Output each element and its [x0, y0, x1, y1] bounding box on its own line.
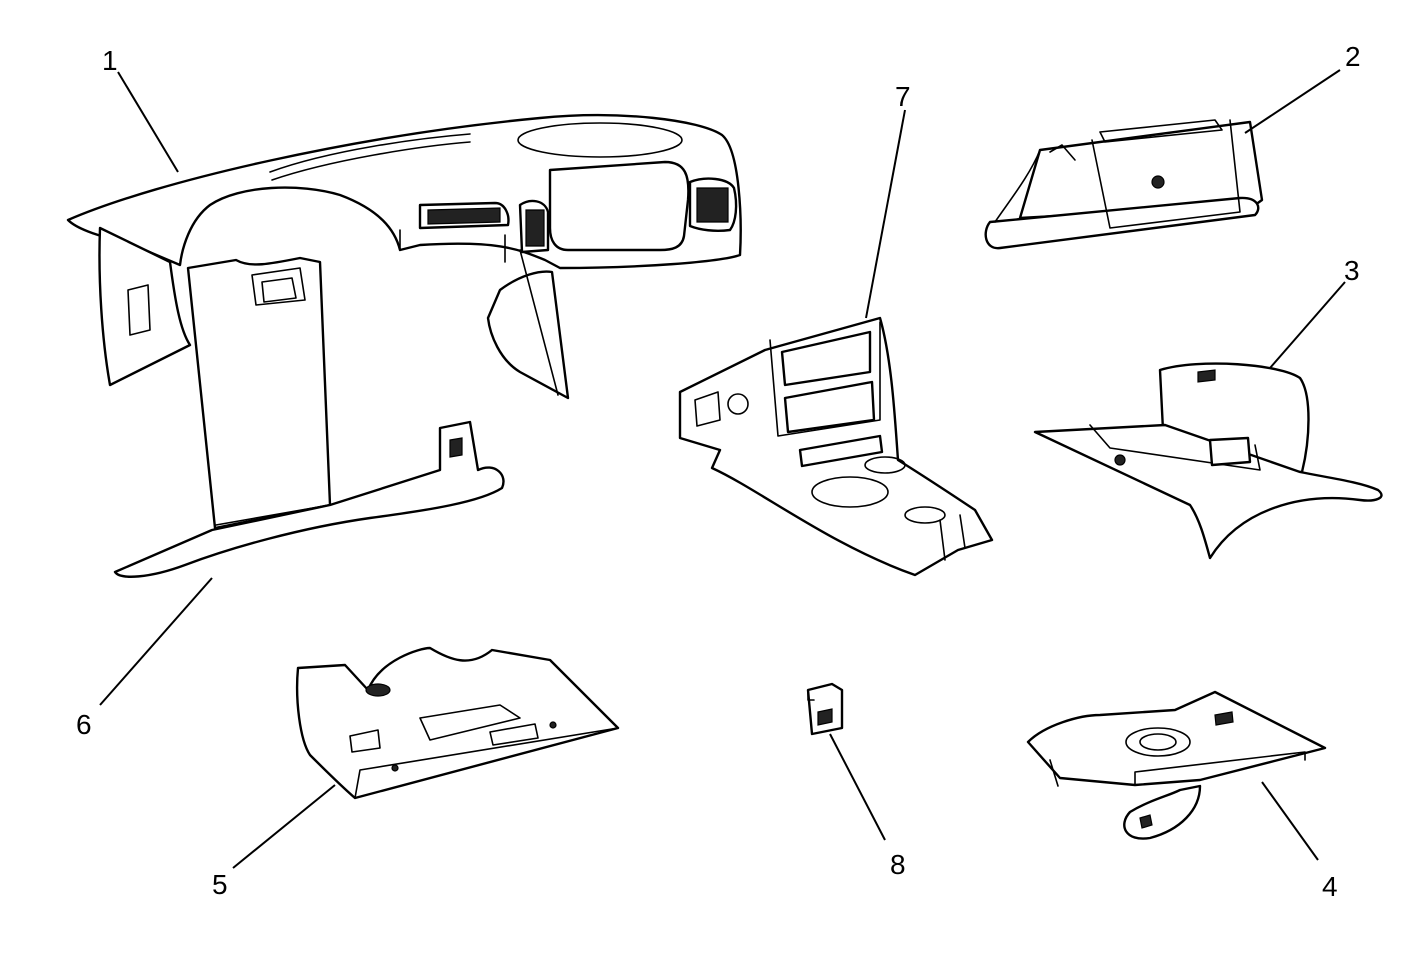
part-1-instrument-panel	[66, 114, 742, 400]
leader-8	[829, 733, 886, 841]
callout-2: 2	[1345, 41, 1361, 72]
leader-2	[1244, 69, 1341, 134]
leader-1	[117, 71, 179, 173]
callout-5: 5	[212, 869, 228, 900]
leader-5	[232, 784, 336, 869]
callout-7: 7	[895, 81, 911, 112]
part-6-knee-bolster	[113, 256, 505, 578]
callout-1: 1	[102, 45, 118, 76]
leader-6	[99, 577, 213, 706]
callout-6: 6	[76, 709, 92, 740]
callout-3: 3	[1344, 255, 1360, 286]
part-7-center-console	[678, 316, 994, 577]
part-5-lower-insulator	[295, 646, 620, 800]
leader-3	[1269, 281, 1346, 369]
callout-4: 4	[1322, 871, 1338, 902]
part-2-glove-box	[984, 119, 1264, 250]
callout-8: 8	[890, 849, 906, 880]
leader-4	[1261, 781, 1319, 861]
leader-7	[865, 109, 906, 319]
part-8-clip	[806, 682, 844, 736]
part-4-console-bracket	[1026, 690, 1327, 840]
part-3-glove-box-assembly	[1033, 362, 1383, 560]
